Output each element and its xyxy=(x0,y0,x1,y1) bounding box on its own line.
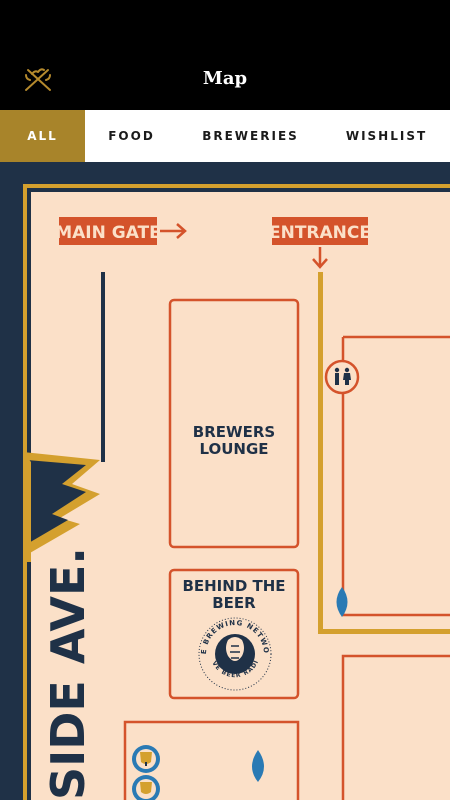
entrance-arrow-icon xyxy=(312,247,328,269)
behind-the-beer-line2: BEER xyxy=(212,594,256,612)
tab-breweries[interactable]: BREWERIES xyxy=(202,129,299,143)
brewers-lounge-area[interactable] xyxy=(168,298,300,549)
main-gate-sign[interactable] xyxy=(59,217,157,245)
restroom-icon[interactable] xyxy=(324,359,360,395)
page-title: Map xyxy=(202,68,248,89)
right-zone-lower[interactable] xyxy=(341,654,450,800)
water-drop-icon[interactable] xyxy=(336,587,348,617)
brewers-lounge-line2: LOUNGE xyxy=(199,440,268,458)
category-tabs: ALL FOOD BREWERIES WISHLIST xyxy=(0,110,450,162)
walkway-horizontal xyxy=(318,629,450,634)
tab-all[interactable]: ALL xyxy=(0,110,85,162)
wheat-hops-logo-icon[interactable] xyxy=(22,66,54,92)
beer-glass-icon[interactable] xyxy=(132,745,160,773)
street-name: SIDE AVE. xyxy=(41,547,95,800)
app-header: Map xyxy=(0,0,450,110)
brewers-lounge-line1: BREWERS xyxy=(193,423,275,441)
beer-glass-icon[interactable] xyxy=(132,775,160,800)
water-drop-icon[interactable] xyxy=(252,750,264,782)
behind-the-beer-area[interactable] xyxy=(168,568,300,700)
entrance-sign[interactable] xyxy=(272,217,368,245)
main-gate-arrow-icon xyxy=(160,223,187,239)
map-canvas[interactable]: MAIN GATE ENTRANCE BREWERS LOUNGE BEHIND… xyxy=(0,162,450,800)
lower-zone[interactable] xyxy=(123,720,300,800)
street-line xyxy=(101,272,105,462)
zigzag-inner xyxy=(27,460,86,544)
main-gate-label: MAIN GATE xyxy=(55,223,161,243)
behind-the-beer-line1: BEHIND THE xyxy=(182,577,285,595)
walkway-vertical xyxy=(318,272,323,634)
tab-food[interactable]: FOOD xyxy=(108,129,155,143)
entrance-label: ENTRANCE xyxy=(269,223,371,243)
tab-wishlist[interactable]: WISHLIST xyxy=(345,129,428,143)
festival-map[interactable]: MAIN GATE ENTRANCE BREWERS LOUNGE BEHIND… xyxy=(0,162,450,800)
